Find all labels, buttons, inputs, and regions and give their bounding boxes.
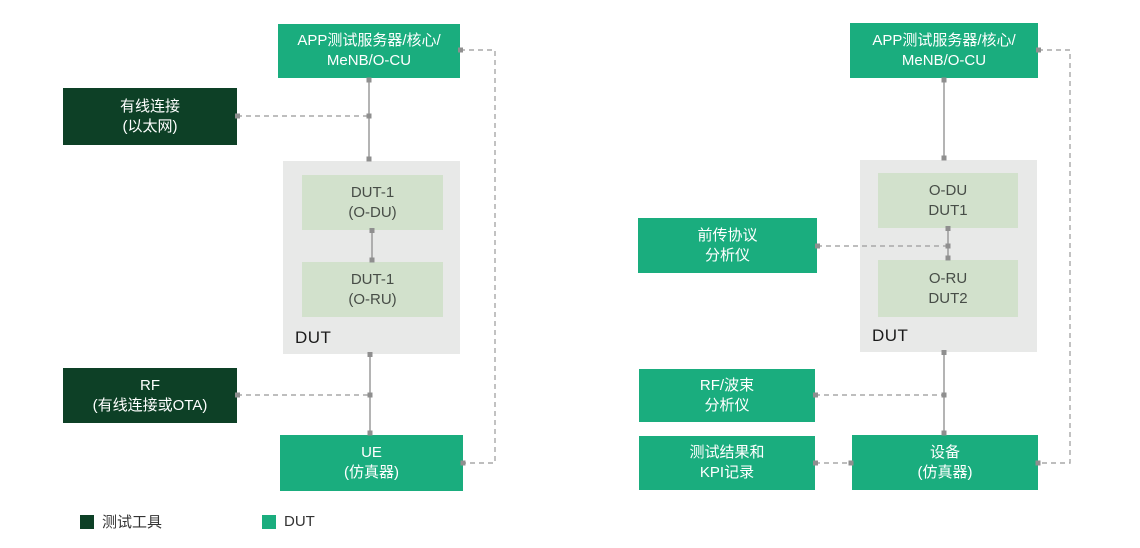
left-oru-box: DUT-1 (O-RU) (302, 262, 443, 317)
right-odu-line2: DUT1 (928, 201, 968, 219)
left-ue-line2: (仿真器) (344, 464, 399, 481)
test-tools-swatch-icon (80, 514, 94, 529)
left-app-server-line1: APP测试服务器/核心/ (297, 32, 441, 49)
right-app-server-box: APP测试服务器/核心/ MeNB/O-CU (850, 23, 1038, 78)
left-rf-box: RF (有线连接或OTA) (63, 368, 237, 423)
left-odu-line1: DUT-1 (350, 183, 395, 201)
left-dut-label: DUT (295, 328, 332, 347)
right-rf-beam-line1: RF/波束 (699, 376, 755, 394)
left-oru-line2: (O-RU) (348, 290, 397, 308)
right-dut-label: DUT (872, 326, 909, 345)
right-odu-box: O-DU DUT1 (878, 173, 1018, 228)
right-oru-box: O-RU DUT2 (878, 260, 1018, 317)
right-kpi-line2: KPI记录 (699, 464, 755, 481)
right-app-server-line1: APP测试服务器/核心/ (872, 31, 1016, 49)
legend-test-tools-label: 测试工具 (102, 514, 163, 531)
left-rf-line2: (有线连接或OTA) (92, 396, 208, 414)
right-device-emulator-box: 设备 (仿真器) (852, 435, 1038, 490)
right-fronthaul-analyzer-box: 前传协议 分析仪 (638, 218, 817, 273)
right-kpi-record-box: 测试结果和 KPI记录 (639, 436, 815, 490)
right-oru-line2: DUT2 (928, 289, 968, 307)
left-app-server-line2: MeNB/O-CU (326, 52, 412, 69)
right-kpi-line1: 测试结果和 (689, 444, 765, 461)
legend-dut-label: DUT (284, 513, 315, 530)
left-wired-line1: 有线连接 (119, 97, 180, 115)
left-dut-container: DUT-1 (O-DU) DUT-1 (O-RU) DUT (283, 161, 460, 354)
right-fronthaul-line1: 前传协议 (697, 226, 758, 244)
right-odu-line1: O-DU (928, 181, 968, 199)
left-odu-line2: (O-DU) (348, 203, 397, 221)
right-device-line2: (仿真器) (917, 463, 973, 481)
right-dut-container: O-DU DUT1 O-RU DUT2 DUT (860, 160, 1037, 352)
right-device-line1: 设备 (929, 443, 960, 461)
left-app-server-box: APP测试服务器/核心/ MeNB/O-CU (278, 24, 460, 78)
legend: 测试工具 DUT (80, 511, 315, 532)
legend-item-test-tools: 测试工具 (80, 511, 162, 532)
right-fronthaul-line2: 分析仪 (704, 246, 750, 264)
left-rf-line1: RF (140, 376, 160, 394)
left-wired-line2: (以太网) (122, 117, 178, 135)
right-oru-line1: O-RU (928, 269, 968, 287)
legend-item-dut: DUT (262, 513, 315, 530)
left-ue-line1: UE (361, 444, 382, 461)
left-odu-box: DUT-1 (O-DU) (302, 175, 443, 230)
dut-swatch-icon (262, 514, 277, 529)
right-app-server-line2: MeNB/O-CU (901, 51, 987, 69)
left-oru-line1: DUT-1 (350, 270, 395, 288)
right-rf-beam-line2: 分析仪 (704, 396, 750, 414)
left-ue-box: UE (仿真器) (280, 435, 463, 491)
right-rf-beam-analyzer-box: RF/波束 分析仪 (639, 369, 815, 422)
left-wired-connection-box: 有线连接 (以太网) (63, 88, 237, 145)
